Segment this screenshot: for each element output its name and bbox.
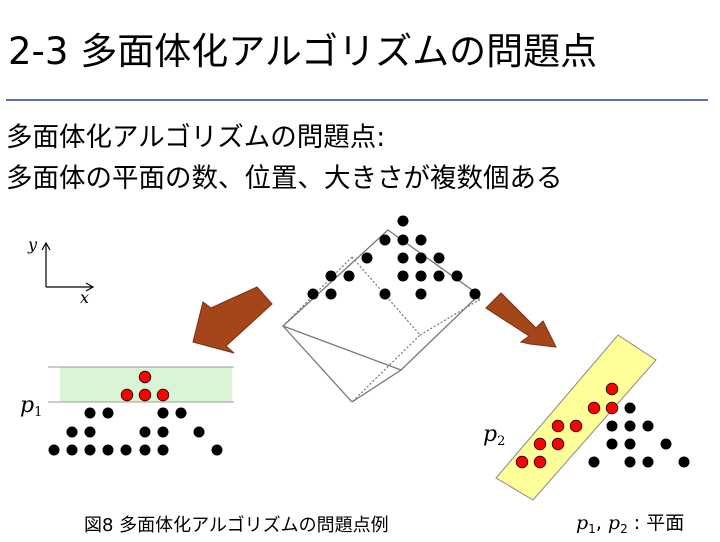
- x-axis-label: x: [80, 288, 89, 307]
- point: [606, 438, 618, 450]
- point: [120, 444, 132, 456]
- point: [379, 234, 391, 246]
- point: [397, 270, 409, 282]
- point: [102, 407, 114, 419]
- polyhedron-hidden-edges: [282, 256, 480, 403]
- plane-point: [551, 419, 565, 433]
- point: [84, 426, 96, 438]
- figure-caption: 図8 多面体化アルゴリズムの問題点例: [84, 515, 389, 536]
- plane-point: [120, 388, 134, 402]
- plane-points-p2: [515, 382, 619, 469]
- point: [379, 288, 391, 300]
- point: [139, 426, 151, 438]
- plane-points-p1: [120, 370, 170, 402]
- point: [469, 288, 481, 300]
- point: [642, 456, 654, 468]
- point: [415, 234, 427, 246]
- point: [433, 252, 445, 264]
- point-cloud-left: [48, 407, 223, 456]
- point: [624, 402, 636, 414]
- plane-point: [587, 401, 601, 415]
- point: [415, 270, 427, 282]
- heading-line: 多面体化アルゴリズムの問題点:: [6, 122, 386, 153]
- point: [66, 444, 78, 456]
- point-cloud-right: [588, 402, 690, 468]
- point: [451, 270, 463, 282]
- point: [678, 456, 690, 468]
- point: [157, 444, 169, 456]
- plane-p1-label: p1: [20, 393, 42, 420]
- y-axis-label: y: [27, 235, 38, 254]
- plane-point: [515, 455, 529, 469]
- point: [415, 252, 427, 264]
- description-line: 多面体の平面の数、位置、大きさが複数個ある: [6, 163, 563, 194]
- point: [606, 420, 618, 432]
- point: [102, 444, 114, 456]
- point: [624, 438, 636, 450]
- plane-point: [533, 455, 547, 469]
- point: [642, 420, 654, 432]
- point: [84, 444, 96, 456]
- point: [157, 426, 169, 438]
- point: [397, 215, 409, 227]
- point: [48, 444, 60, 456]
- point: [193, 426, 205, 438]
- plane-point: [551, 437, 565, 451]
- point: [397, 252, 409, 264]
- point: [415, 288, 427, 300]
- plane-point: [605, 382, 619, 396]
- plane-point: [569, 419, 583, 433]
- axis-indicator: [41, 241, 95, 292]
- point: [397, 234, 409, 246]
- arrow-to-left: [192, 286, 273, 354]
- point: [175, 407, 187, 419]
- title-divider: [6, 99, 708, 101]
- plane-point: [156, 388, 170, 402]
- plane-p2-label: p2: [483, 422, 505, 449]
- page-title: 2-3 多面体化アルゴリズムの問題点: [8, 30, 598, 73]
- point: [325, 270, 337, 282]
- point: [361, 252, 373, 264]
- point: [84, 407, 96, 419]
- point: [66, 426, 78, 438]
- plane-legend-note: p1, p2 : 平面: [576, 512, 685, 536]
- point: [624, 420, 636, 432]
- point: [211, 444, 223, 456]
- point: [157, 407, 169, 419]
- point: [307, 288, 319, 300]
- point: [433, 270, 445, 282]
- polyhedron-wireframe: [281, 229, 481, 403]
- plane-point: [605, 401, 619, 415]
- plane-point: [138, 388, 152, 402]
- point: [660, 438, 672, 450]
- point-cloud-center: [307, 215, 481, 300]
- point: [325, 288, 337, 300]
- arrow-to-right: [485, 292, 557, 348]
- plane-point: [138, 370, 152, 384]
- plane-band-yellow: [495, 334, 657, 501]
- point: [624, 456, 636, 468]
- point: [588, 456, 600, 468]
- point: [343, 270, 355, 282]
- plane-point: [533, 437, 547, 451]
- point: [139, 444, 151, 456]
